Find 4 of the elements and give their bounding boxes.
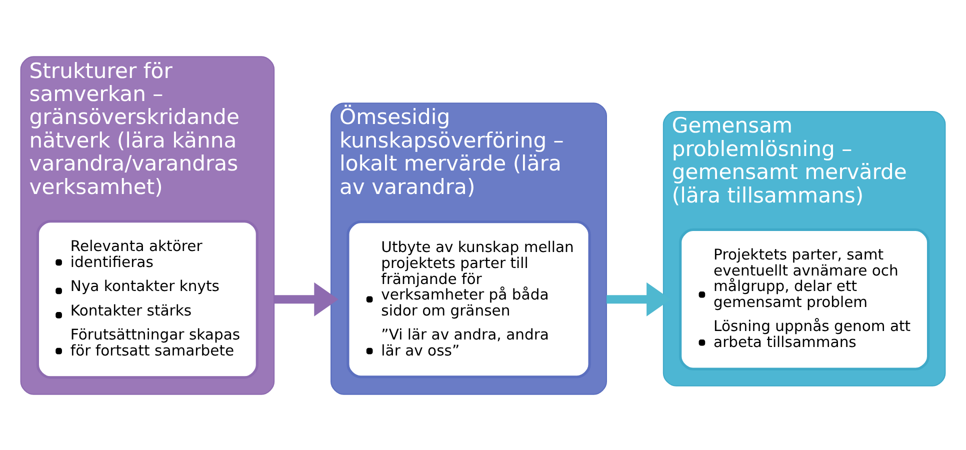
node-box: Relevanta aktörer identifieras Nya kontakter knyts Kontakter stärks Förutsättningar skapas för fortsatt samarbete [36, 219, 258, 378]
node-box: Projektets parter, samt eventuellt avnämare och målgrupp, delar ett gemensamt problem Lösning uppnås genom att arbeta tillsammans [679, 228, 930, 370]
arrow [274, 282, 338, 316]
node-box: Utbyte av kunskap mellan projektets parter till främjande för verksamheter på båda sidor om gränsen ”Vi lär av andra, andra lär av oss” [346, 220, 591, 378]
